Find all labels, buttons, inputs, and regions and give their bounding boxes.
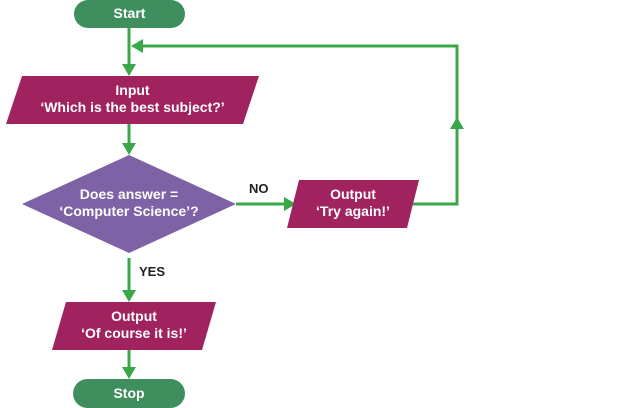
start-label: Start [113,5,146,21]
input-label: Input ‘Which is the best subject?’ [6,82,259,116]
of-course-title: Output [111,308,157,324]
arrowhead-into-input-loop [131,39,143,53]
stop-label: Stop [113,385,145,401]
no-branch-label: NO [249,181,269,196]
arrowhead-into-try-again [284,197,296,211]
arrowhead-into-decision [122,143,136,155]
arrowhead-into-input [122,64,136,76]
decision-label: Does answer = ‘Computer Science’? [22,186,236,220]
yes-branch-label: YES [139,264,166,279]
of-course-parallelogram [52,302,216,350]
arrow-loop-back-to-input [143,44,459,130]
of-course-label: Output ‘Of course it is!’ [52,308,216,342]
stop-terminal [73,379,185,408]
decision-diamond [22,155,236,253]
input-prompt: ‘Which is the best subject?’ [40,99,225,115]
arrowhead-loop-up [450,117,464,129]
input-title: Input [115,82,150,98]
try-again-label: Output ‘Try again!’ [287,186,419,220]
try-again-parallelogram [287,180,419,228]
input-parallelogram [6,76,259,124]
of-course-message: ‘Of course it is!’ [81,325,187,341]
decision-question: Does answer = [79,186,179,202]
arrow-try-again-to-loop [413,130,459,206]
start-terminal [74,0,185,28]
decision-condition: ‘Computer Science’? [59,203,199,219]
try-again-message: ‘Try again!’ [316,203,390,219]
try-again-title: Output [330,186,376,202]
arrowhead-into-of-course [122,290,136,302]
arrowhead-into-stop [122,367,136,379]
